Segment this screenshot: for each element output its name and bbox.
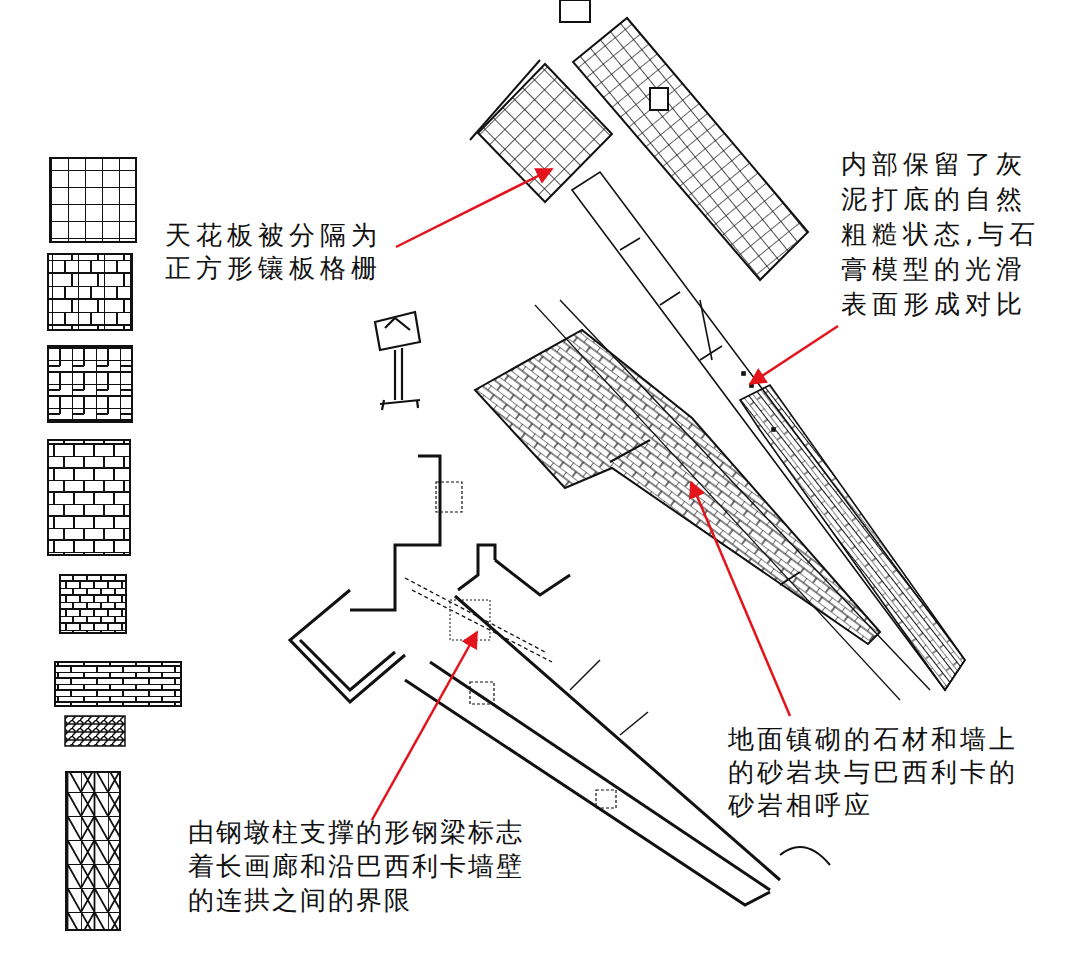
annotation-text: 内部保留了灰 泥打底的自然 粗糙状态,与石 膏模型的光滑 表面形成对比: [841, 147, 1072, 322]
pattern-swatches: [48, 158, 181, 930]
annotation-text: 地面镇砌的石材和墙上 的砂岩块与巴西利卡的 砂岩相呼应: [728, 723, 1032, 822]
annotation-text: 天花板被分隔为 正方形镶板格栅: [165, 219, 396, 285]
leader-arrows: [372, 169, 838, 820]
display-pedestal: [375, 312, 420, 410]
leader-line: [396, 169, 552, 247]
ceiling-plan: [470, 0, 808, 280]
leader-line: [372, 632, 477, 820]
leader-line: [750, 326, 838, 384]
annotation-text: 由钢墩柱支撑的形钢梁标志 着长画廊和沿巴西利卡墙壁 的连拱之间的界限: [188, 815, 538, 917]
floor-paving: [475, 330, 880, 644]
leader-line: [691, 482, 790, 716]
